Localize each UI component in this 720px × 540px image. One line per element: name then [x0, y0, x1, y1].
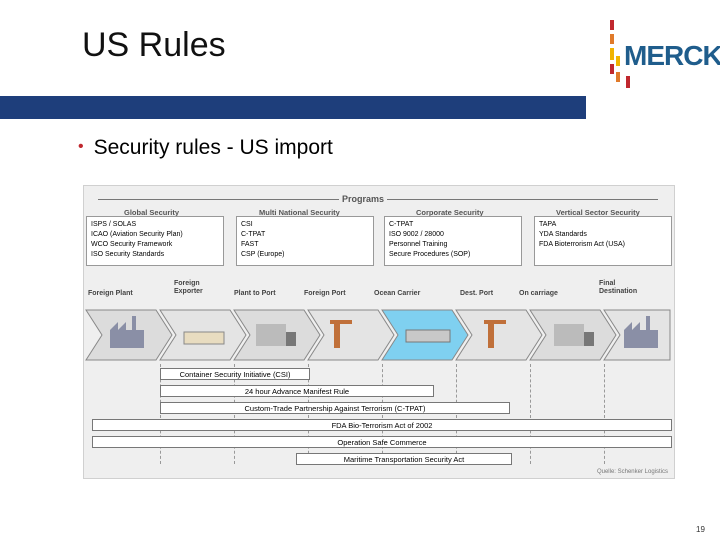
program-item: C-TPAT	[241, 231, 266, 238]
grid-divider	[308, 364, 310, 464]
security-programs-diagram: Programs Global Security Multi National …	[83, 185, 675, 479]
logo-bar-yellow-2	[616, 56, 620, 66]
rule-csi: Container Security Initiative (CSI)	[160, 368, 310, 380]
crane-icon-2	[484, 320, 506, 348]
grid-divider	[530, 364, 532, 464]
stage-foreign-plant: Foreign Plant	[88, 290, 133, 297]
program-item: CSI	[241, 221, 253, 228]
chevron-foreign-port	[307, 309, 395, 361]
section-label-vertical: Vertical Sector Security	[556, 208, 640, 217]
rule-c-tpat: Custom-Trade Partnership Against Terrori…	[160, 402, 510, 414]
logo-bar-orange	[610, 34, 614, 44]
program-item: FDA Bioterrorism Act (USA)	[539, 241, 625, 248]
supply-chain-chevrons	[85, 309, 671, 361]
grid-divider	[382, 364, 384, 464]
program-item: Personnel Training	[389, 241, 448, 248]
program-item: C-TPAT	[389, 221, 414, 228]
section-label-corporate: Corporate Security	[416, 208, 484, 217]
stage-foreign-port: Foreign Port	[304, 290, 346, 297]
stage-on-carriage: On carriage	[519, 290, 558, 297]
slide-title: US Rules	[82, 26, 226, 64]
logo-bar-yellow	[610, 48, 614, 60]
program-item: FAST	[241, 241, 259, 248]
grid-divider	[604, 364, 606, 464]
program-box-corporate: C-TPAT ISO 9002 / 28000 Personnel Traini…	[384, 216, 522, 266]
grid-divider	[456, 364, 458, 464]
stage-final-destination: Final Destination	[599, 280, 638, 295]
stage-plant-to-port: Plant to Port	[234, 290, 276, 297]
factory-icon	[110, 316, 144, 348]
grid-divider	[234, 364, 236, 464]
program-item: ISO 9002 / 28000	[389, 231, 444, 238]
program-item: Secure Procedures (SOP)	[389, 251, 471, 258]
program-item: TAPA	[539, 221, 557, 228]
rule-operation-safe-commerce: Operation Safe Commerce	[92, 436, 672, 448]
grid-divider	[160, 364, 162, 464]
logo-bar-red-3	[626, 76, 630, 88]
program-item: YDA Standards	[539, 231, 587, 238]
program-box-vertical: TAPA YDA Standards FDA Bioterrorism Act …	[534, 216, 672, 266]
header-bar	[0, 96, 586, 119]
stage-ocean-carrier: Ocean Carrier	[374, 290, 421, 297]
program-item: CSP (Europe)	[241, 251, 285, 258]
factory-icon-2	[624, 316, 658, 348]
stage-foreign-exporter: Foreign Exporter	[174, 280, 203, 295]
program-item: ICAO (Aviation Security Plan)	[91, 231, 183, 238]
bullet-item: • Security rules - US import	[78, 136, 333, 160]
logo-wordmark: MERCK	[624, 40, 720, 71]
source-note: Quelle: Schenker Logistics	[596, 469, 668, 475]
truck-icon	[256, 324, 296, 346]
exporter-box-icon	[183, 331, 225, 345]
logo-bar-orange-2	[616, 72, 620, 82]
program-box-global: ISPS / SOLAS ICAO (Aviation Security Pla…	[86, 216, 224, 266]
program-item: ISO Security Standards	[91, 251, 165, 258]
chevron-dest-port	[455, 309, 543, 361]
bullet-text: Security rules - US import	[93, 136, 333, 159]
crane-icon	[330, 320, 352, 348]
stage-dest-port: Dest. Port	[460, 290, 494, 297]
rule-maritime-transportation: Maritime Transportation Security Act	[296, 453, 512, 465]
section-label-global: Global Security	[124, 208, 180, 217]
header-bar-tail	[560, 96, 586, 119]
merck-logo: MERCK	[606, 18, 720, 92]
program-item: WCO Security Framework	[91, 241, 173, 248]
rule-24-hour: 24 hour Advance Manifest Rule	[160, 385, 434, 397]
logo-bar-red	[610, 20, 614, 30]
truck-icon-2	[554, 324, 594, 346]
section-label-multinational: Multi National Security	[259, 208, 340, 217]
programs-label: Programs	[339, 194, 388, 204]
ship-icon	[405, 329, 451, 343]
rule-fda-bioterrorism: FDA Bio-Terrorism Act of 2002	[92, 419, 672, 431]
program-item: ISPS / SOLAS	[91, 221, 137, 228]
program-box-multinational: CSI C-TPAT FAST CSP (Europe)	[236, 216, 374, 266]
bullet-dot: •	[78, 138, 84, 155]
page-number: 19	[696, 525, 705, 534]
logo-bar-red-2	[610, 64, 614, 74]
